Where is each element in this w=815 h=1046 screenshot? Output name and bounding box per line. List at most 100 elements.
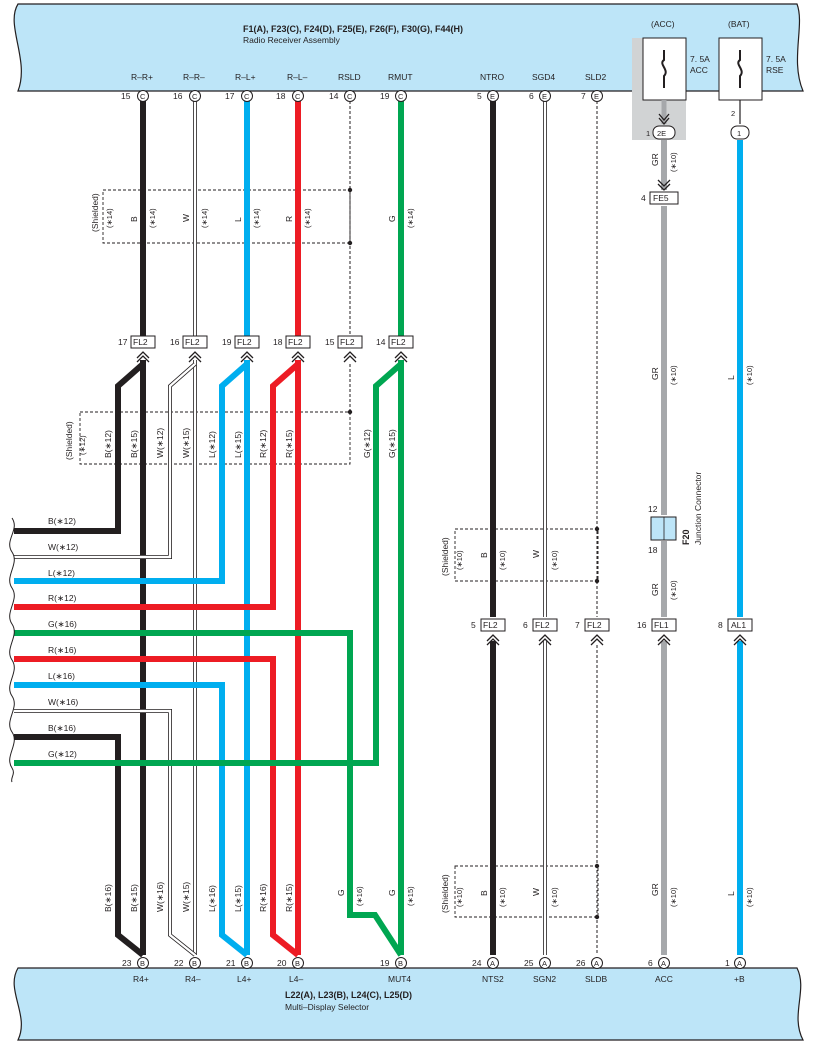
gr-label-note: (∗10) [669,152,678,172]
top-pin-num: 6 [529,91,534,101]
wire-label-note: (∗14) [200,208,209,228]
fuse-bat-rating: 7. 5A [766,54,786,64]
harness-break-edge [9,517,15,783]
top-pin-circle [189,90,201,102]
wire-label: (∗16) [355,886,364,906]
wire-label-note: (∗10) [498,550,507,570]
bottom-pin-name: L4– [289,974,303,984]
fuse-bat-pin: 2 [731,109,735,118]
connector-box [285,335,311,349]
wire-label-color: W [531,550,541,558]
top-pin-circle [395,90,407,102]
connector-pin: 19 [222,337,232,347]
top-pin-name: NTRO [480,72,504,82]
bottom-pin-circle [292,957,304,969]
bottom-pin-letter: B [295,959,300,968]
wire-label-color: L [233,217,243,222]
l-label-note: (∗10) [745,887,754,907]
shield-note: (∗10) [455,887,464,907]
side-wire-label: W(∗12) [48,542,78,552]
fuse-acc-name: ACC [690,65,708,75]
junction-pin-top: 12 [648,504,658,514]
side-wire-label: R(∗16) [48,645,77,655]
shield-box-right-upper [454,528,599,582]
top-pin-num: 15 [121,91,131,101]
top-pin-name: R–R+ [131,72,153,82]
l-label-note: (∗10) [745,365,754,385]
bottom-pin-name: NTS2 [482,974,504,984]
connector-arrow [188,351,202,363]
wire-label: B(∗15) [129,884,139,912]
bottom-pin-circle [658,957,670,969]
side-wire-label: B(∗12) [48,516,76,526]
connector-pin: 8 [718,620,723,630]
connector-box [651,618,677,632]
bottom-pin-name: R4+ [133,974,149,984]
top-pin-name: R–L+ [235,72,256,82]
wire-white-branch-16 [14,709,197,957]
wire-white-branch-16-fill [14,709,196,956]
connector-name: FL2 [133,337,148,347]
connector-pin: 7 [575,620,580,630]
connector-box [727,618,753,632]
wire-blue-branch-16 [14,682,249,958]
connector-name: FL2 [535,620,550,630]
wire-label: R(∗16) [258,883,268,912]
bottom-pin-num: 20 [277,958,287,968]
connector-arrow [240,351,254,363]
bottom-pin-num: 1 [725,958,730,968]
wire-black-branch-12 [14,361,145,534]
wire-label-note: (∗10) [550,887,559,907]
wire-label: B(∗16) [103,884,113,912]
top-pin-name: SGD4 [532,72,555,82]
fe5-label: FE5 [653,193,669,203]
bottom-pin-circle [137,957,149,969]
wires [14,100,743,958]
top-assembly-codes: F1(A), F23(C), F24(D), F25(E), F26(F), F… [243,24,463,34]
connector-box [480,618,506,632]
bottom-assembly-codes: L22(A), L23(B), L24(C), L25(D) [285,990,412,1000]
top-assembly-name: Radio Receiver Assembly [243,35,341,45]
side-wire-label: B(∗16) [48,723,76,733]
wire-label: R(∗15) [284,883,294,912]
fuse-bat-name: RSE [766,65,784,75]
connector-arrow [590,634,604,646]
connector-box [532,618,558,632]
fe5-connector [649,191,679,205]
connector-name: FL2 [185,337,200,347]
top-pin-name: R–R– [183,72,205,82]
side-wire-label: W(∗16) [48,697,78,707]
bottom-pin-letter: A [737,959,742,968]
bottom-pin-num: 19 [380,958,390,968]
top-pin-letter: C [140,92,146,101]
side-wire-label: L(∗12) [48,568,75,578]
top-pin-circle [539,90,551,102]
lower-connectors: 5 FL2 6 FL2 7 FL2 16 FL1 8 AL1 [471,618,753,646]
connector-box [337,335,363,349]
wire-white-branch-12-fill [14,363,196,559]
side-wire-label: G(∗16) [48,619,77,629]
gr-label: GR [650,583,660,596]
top-pin-name: SLD2 [585,72,607,82]
fe5-arrow [657,179,671,191]
fuse-acc-pin: 1 [646,129,650,138]
connector-box [182,335,208,349]
fuse-bat-supply: (BAT) [728,19,750,29]
bottom-pin-circle [539,957,551,969]
upper-connectors: 17 FL2 16 FL2 19 FL2 18 FL2 15 FL2 14 FL… [118,335,414,363]
bottom-pin-letter: B [140,959,145,968]
wire-label-note: (∗10) [498,887,507,907]
bottom-pin-num: 23 [122,958,132,968]
top-pin-name: R–L– [287,72,308,82]
connector-pin: 15 [325,337,335,347]
top-pin-circle [487,90,499,102]
bottom-pin-name: SLDB [585,974,608,984]
bottom-pin-num: 24 [472,958,482,968]
shielded-label: (Shielded) [90,193,100,232]
shielded-label: (Shielded) [64,421,74,460]
wire-label: W(∗15) [181,428,191,458]
connector-name: FL2 [587,620,602,630]
bottom-pin-num: 6 [648,958,653,968]
wire-label-color: W [531,888,541,896]
gr-label-note: (∗10) [669,365,678,385]
